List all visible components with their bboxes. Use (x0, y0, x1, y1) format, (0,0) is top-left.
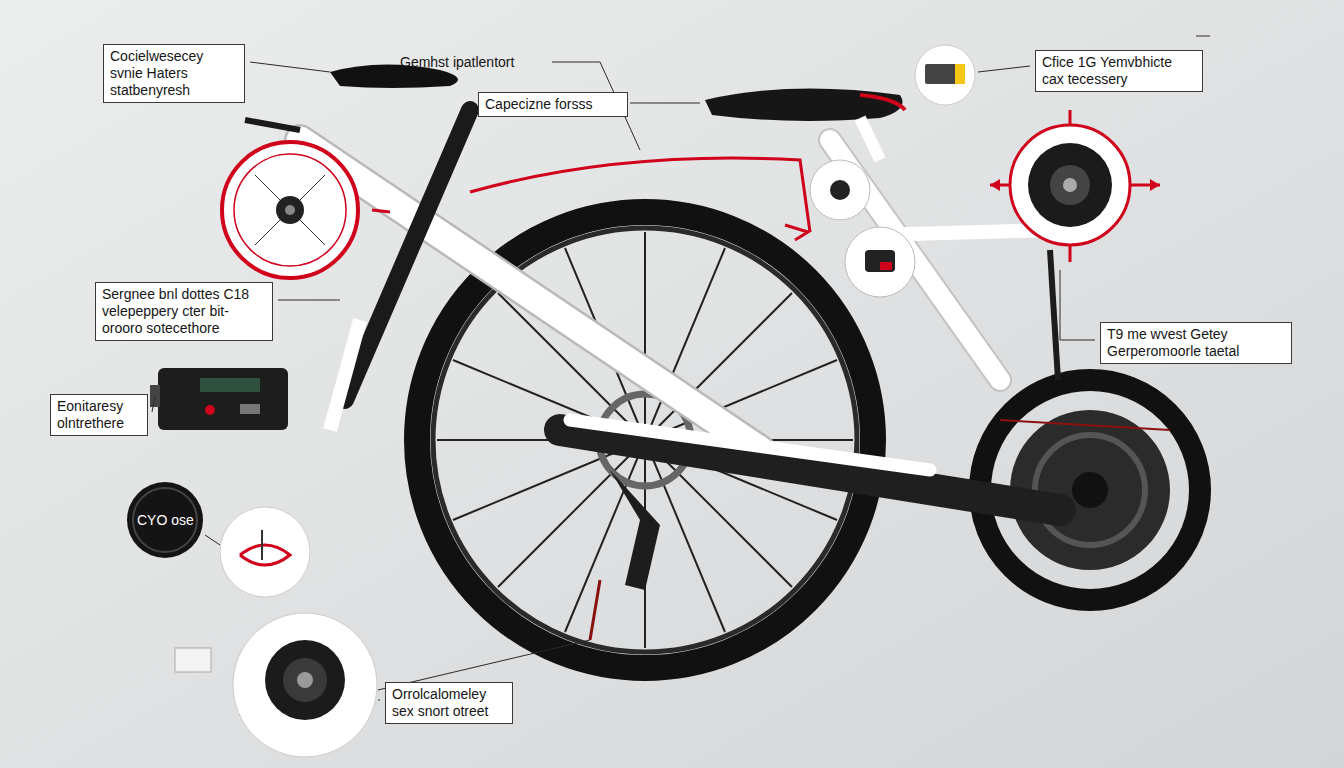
label-text: Eonitaresy olntrethere (57, 398, 141, 432)
leader-line (205, 535, 220, 545)
label-text: Sergnee bnl dottes C18 velepeppery cter … (102, 286, 266, 336)
label-text: Cfice 1G Yemvbhicte cax tecessery (1042, 54, 1196, 88)
label-text: Cocielwesecey svnie Haters statbenyresh (110, 48, 238, 98)
leader-line (378, 700, 380, 701)
display-text: CYO ose (137, 512, 194, 529)
sensor-callout (810, 160, 915, 297)
label-box: Cocielwesecey svnie Haters statbenyresh (103, 44, 245, 103)
label-box: Eonitaresy olntrethere (50, 394, 148, 436)
motor-callout (990, 110, 1160, 262)
leader-line (1060, 270, 1095, 340)
leader-line (250, 62, 330, 72)
leader-line (978, 66, 1030, 72)
leader-line (630, 103, 700, 104)
leader-line (278, 300, 340, 301)
leader-line (152, 396, 155, 412)
leader-line (1196, 36, 1210, 37)
display-callout (127, 482, 310, 597)
bike-frame (245, 110, 1060, 510)
hub-callout (222, 142, 358, 278)
part-label: Gemhst ipatlentort (400, 54, 514, 71)
motor-bottom-callout (175, 613, 377, 757)
label-box: Capecizne forsss (478, 92, 628, 117)
label-box: T9 me wvest Getey Gerperomoorle taetal (1100, 322, 1292, 364)
saddle (330, 64, 905, 160)
label-box: Orrolcalomeley sex snort otreet (385, 682, 513, 724)
battery-callout (915, 45, 975, 105)
label-text: Orrolcalomeley sex snort otreet (392, 686, 506, 720)
accent-lines (372, 158, 810, 240)
controller-box (150, 368, 288, 430)
label-box: Cfice 1G Yemvbhicte cax tecessery (1035, 50, 1203, 92)
label-text: Capecizne forsss (485, 96, 621, 113)
label-box: Sergnee bnl dottes C18 velepeppery cter … (95, 282, 273, 341)
label-text: T9 me wvest Getey Gerperomoorle taetal (1107, 326, 1285, 360)
